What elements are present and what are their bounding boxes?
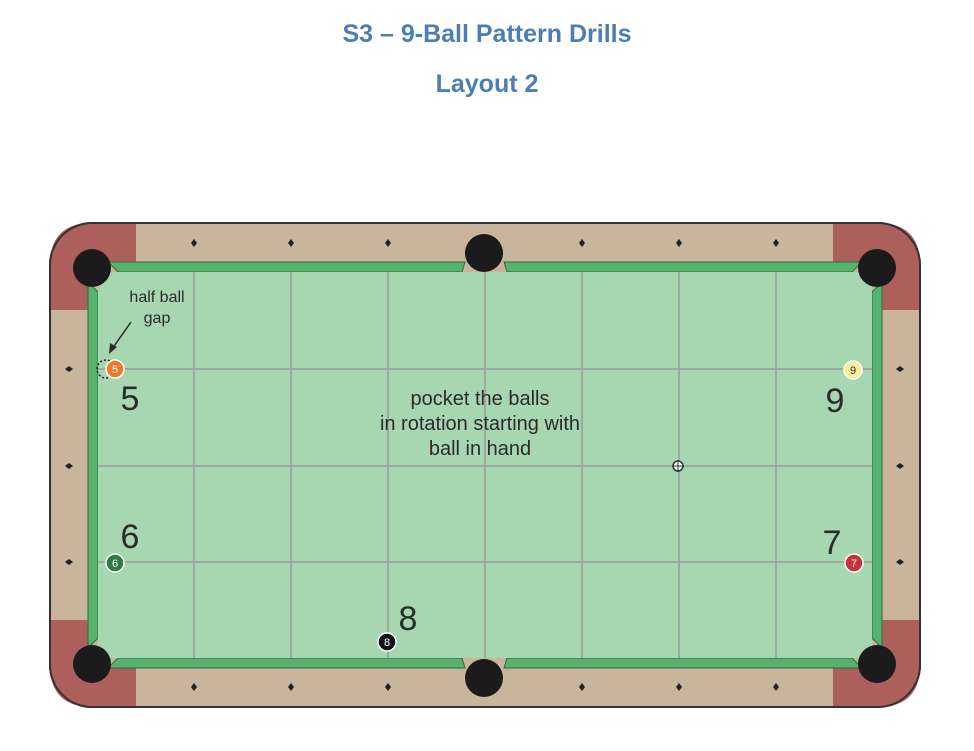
- pocket-bottom-right: [858, 645, 896, 683]
- ball-9-number: 9: [850, 365, 856, 377]
- rail-diamonds: [65, 239, 904, 691]
- cushion-bottom-left: [106, 657, 466, 669]
- pocket-bottom-left: [73, 645, 111, 683]
- diamond-top-4: [579, 239, 585, 247]
- ball-8-label: 8: [399, 600, 418, 638]
- ball-9-label: 9: [826, 382, 845, 420]
- diamond-left-3: [65, 559, 73, 565]
- ball-7-number: 7: [851, 558, 857, 570]
- diamond-top-1: [191, 239, 197, 247]
- pocket-top-side: [465, 234, 503, 272]
- gap-arrow: [111, 321, 132, 350]
- ball-7-label: 7: [823, 524, 842, 562]
- cushion-right: [871, 280, 883, 650]
- diamond-bottom-5: [676, 683, 682, 691]
- layout-subtitle: Layout 2: [435, 70, 539, 98]
- instruction-line3: ball in hand: [429, 438, 531, 460]
- pockets: [73, 234, 896, 697]
- diamond-right-2: [896, 463, 904, 469]
- cushion-top-right: [503, 261, 864, 273]
- diamond-right-1: [896, 366, 904, 372]
- corner-rail-top-left: [50, 223, 136, 310]
- diamond-bottom-1: [191, 683, 197, 691]
- gap-note-line2: gap: [144, 310, 171, 327]
- pocket-bottom-side: [465, 659, 503, 697]
- diamond-top-2: [288, 239, 294, 247]
- ball-8: 8: [377, 632, 397, 652]
- corner-rail-top-right: [833, 223, 920, 310]
- pocket-top-right: [858, 249, 896, 287]
- diamond-left-1: [65, 366, 73, 372]
- diamond-bottom-4: [579, 683, 585, 691]
- diamond-top-6: [773, 239, 779, 247]
- ball-5-number: 5: [112, 364, 118, 376]
- gap-arrowhead: [109, 343, 117, 354]
- diamond-right-3: [896, 559, 904, 565]
- cushion-left: [87, 280, 99, 650]
- corner-rail-bottom-left: [50, 620, 136, 707]
- corner-rail-bottom-right: [833, 620, 920, 707]
- ball-6: 6: [105, 553, 125, 573]
- ball-8-number: 8: [384, 637, 390, 649]
- drill-title: S3 – 9-Ball Pattern Drills: [342, 20, 632, 48]
- cushion-top-left: [106, 261, 466, 273]
- ball-7: 7: [844, 553, 864, 573]
- instruction-line1: pocket the balls: [411, 388, 550, 410]
- ball-5: 5: [105, 359, 125, 379]
- ball-6-number: 6: [112, 558, 118, 570]
- spot-marker: [672, 460, 684, 472]
- ball-5-label: 5: [121, 380, 140, 418]
- cushion-bottom-right: [503, 657, 864, 669]
- diamond-left-2: [65, 463, 73, 469]
- instruction-line2: in rotation starting with: [380, 413, 580, 435]
- gap-note-line1: half ball: [129, 289, 184, 306]
- diamond-top-5: [676, 239, 682, 247]
- diamond-bottom-2: [288, 683, 294, 691]
- diamond-bottom-3: [385, 683, 391, 691]
- pocket-top-left: [73, 249, 111, 287]
- ball-9: 9: [843, 360, 863, 380]
- diamond-top-3: [385, 239, 391, 247]
- ball-6-label: 6: [121, 518, 140, 556]
- diamond-bottom-6: [773, 683, 779, 691]
